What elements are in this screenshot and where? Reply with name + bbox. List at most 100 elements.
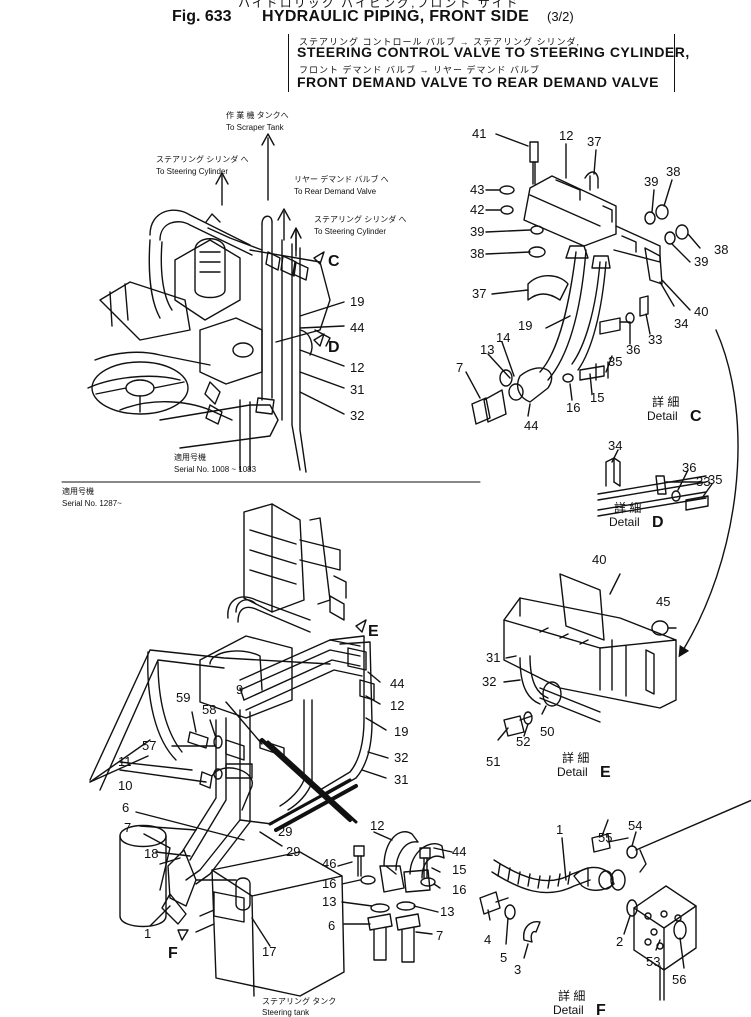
part-35: 35 (608, 354, 622, 369)
part-19: 19 (518, 318, 532, 333)
to-steering-cylinder-en: To Steering Cylinder (156, 167, 228, 176)
part-45: 45 (656, 594, 670, 609)
detail-f-en: Detail (553, 1003, 584, 1017)
detail-c-letter: C (690, 408, 702, 425)
detail-d-en: Detail (609, 515, 640, 529)
part-44: 44 (350, 320, 364, 335)
part-1: 1 (144, 926, 151, 941)
part-3: 3 (514, 962, 521, 977)
part-41: 41 (472, 126, 486, 141)
serial-range-1-jp: 適用号機 (174, 452, 206, 462)
part-31: 31 (486, 650, 500, 665)
part-58: 58 (202, 702, 216, 717)
part-38: 38 (714, 242, 728, 257)
part-19: 19 (394, 724, 408, 739)
title-line1-en: STEERING CONTROL VALVE TO STEERING CYLIN… (297, 44, 690, 60)
annotation-texts: 作 業 機 タンクへ To Scraper Tank ステアリング シリンダ へ… (62, 110, 406, 1017)
steering-tank-jp: ステアリング タンク (262, 996, 336, 1006)
view-arrow-f: F (168, 945, 178, 962)
part-7: 7 (124, 820, 131, 835)
part-39: 39 (644, 174, 658, 189)
part-53: 53 (646, 954, 660, 969)
part-59: 59 (176, 690, 190, 705)
exploded-fittings-drawing (337, 831, 453, 963)
serial-range-2-en: Serial No. 1287~ (62, 499, 122, 508)
part-9: 9 (236, 682, 243, 697)
to-steering-cylinder2-jp: ステアリング シリンダ へ (314, 214, 406, 224)
detail-e-en: Detail (557, 765, 588, 779)
detail-f-drawing (479, 799, 751, 1001)
part-31: 31 (394, 772, 408, 787)
part-15: 15 (590, 390, 604, 405)
part-32: 32 (350, 408, 364, 423)
view-arrow-e: E (368, 623, 379, 640)
to-rear-demand-valve-en: To Rear Demand Valve (294, 187, 377, 196)
to-scraper-tank-jp: 作 業 機 タンクへ (226, 110, 289, 120)
part-6: 6 (328, 918, 335, 933)
part-12: 12 (350, 360, 364, 375)
part-46: 46 (322, 856, 336, 871)
part-44: 44 (390, 676, 404, 691)
part-17: 17 (262, 944, 276, 959)
view-arrow-letters: C D E F (168, 253, 379, 962)
part-32: 32 (482, 674, 496, 689)
part-29: 29 (286, 844, 300, 859)
view-arrow-d: D (328, 339, 340, 356)
part-42: 42 (470, 202, 484, 217)
part-13: 13 (480, 342, 494, 357)
part-5: 5 (500, 950, 507, 965)
part-13: 13 (322, 894, 336, 909)
part-34: 34 (608, 438, 622, 453)
part-2: 2 (616, 934, 623, 949)
part-37: 37 (587, 134, 601, 149)
view-arrow-c: C (328, 253, 340, 270)
part-numbers: 41 12 37 38 43 39 42 39 38 38 39 37 40 1… (118, 126, 728, 987)
part-54: 54 (628, 818, 642, 833)
part-44: 44 (452, 844, 466, 859)
top-japanese-title: ハイドロリック パイピング,フロント サイド (238, 0, 520, 10)
part-32: 32 (394, 750, 408, 765)
part-7: 7 (456, 360, 463, 375)
detail-e-letter: E (600, 764, 611, 781)
part-40: 40 (592, 552, 606, 567)
part-12: 12 (559, 128, 573, 143)
part-35: 35 (708, 472, 722, 487)
lower-left-assembly-drawing (89, 503, 389, 997)
part-39: 39 (694, 254, 708, 269)
part-50: 50 (540, 724, 554, 739)
part-57: 57 (142, 738, 156, 753)
steering-tank-en: Steering tank (262, 1008, 310, 1017)
serial-range-2-jp: 適用号機 (62, 486, 94, 496)
part-29: 29 (278, 824, 292, 839)
part-51: 51 (486, 754, 500, 769)
part-36: 36 (626, 342, 640, 357)
part-16: 16 (566, 400, 580, 415)
part-12: 12 (390, 698, 404, 713)
figure-title: HYDRAULIC PIPING, FRONT SIDE (262, 8, 530, 25)
part-10: 10 (118, 778, 132, 793)
part-44: 44 (524, 418, 538, 433)
upper-left-assembly-drawing (87, 133, 345, 473)
part-43: 43 (470, 182, 484, 197)
part-15: 15 (452, 862, 466, 877)
part-33: 33 (648, 332, 662, 347)
title-line1-jp: ステアリング コントロール バルブ → ステアリング シリンダ, (299, 37, 581, 47)
detail-f-letter: F (596, 1002, 606, 1017)
part-6: 6 (122, 800, 129, 815)
detail-captions: 詳 細 Detail C 詳 細 Detail D 詳 細 Detail E 詳… (553, 394, 702, 1017)
part-40: 40 (694, 304, 708, 319)
part-7: 7 (436, 928, 443, 943)
detail-c-jp: 詳 細 (652, 394, 679, 409)
part-34: 34 (674, 316, 688, 331)
part-16: 16 (322, 876, 336, 891)
part-37: 37 (472, 286, 486, 301)
part-13: 13 (440, 904, 454, 919)
to-steering-cylinder-jp: ステアリング シリンダ へ (156, 154, 248, 164)
part-31: 31 (350, 382, 364, 397)
serial-range-1-en: Serial No. 1008 ~ 1083 (174, 465, 257, 474)
to-rear-demand-valve-jp: リヤー デマンド バルブ へ (294, 174, 389, 184)
part-39: 39 (470, 224, 484, 239)
part-56: 56 (672, 972, 686, 987)
detail-c-en: Detail (647, 409, 678, 423)
